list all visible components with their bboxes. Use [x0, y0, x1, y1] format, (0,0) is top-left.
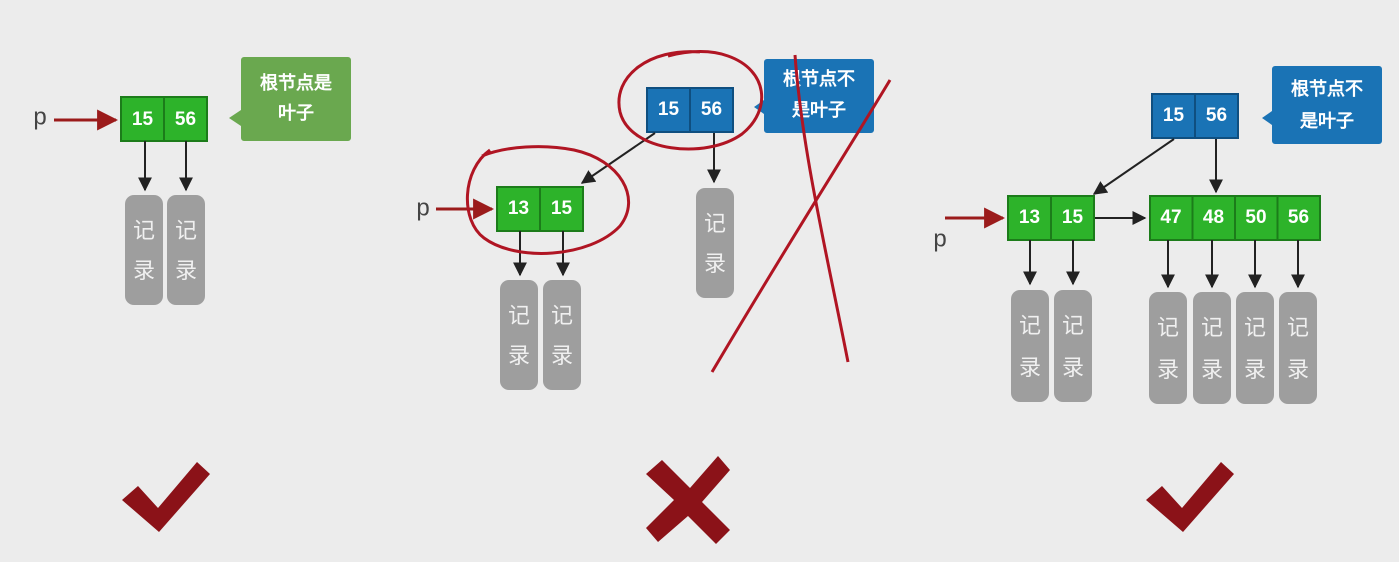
record-char: 录: [1287, 357, 1309, 382]
key: 56: [701, 99, 722, 120]
record-char: 录: [508, 343, 530, 368]
key: 50: [1245, 207, 1266, 228]
record-char: 录: [175, 258, 197, 283]
root-leaf-node: 15 56: [120, 96, 208, 142]
record: 记 录: [1011, 290, 1049, 402]
annotation-strike: [710, 79, 892, 373]
record-char: 记: [1244, 315, 1266, 340]
key: 15: [1062, 207, 1084, 228]
callout-line: 是叶子: [791, 100, 846, 120]
record: 记 录: [500, 280, 538, 390]
callout: 根节点是 叶子: [229, 57, 351, 141]
record-char: 记: [175, 218, 197, 243]
record-char: 记: [508, 303, 530, 328]
record-char: 录: [704, 251, 726, 276]
record: 记 录: [1193, 292, 1231, 404]
callout-line: 根节点是: [260, 72, 332, 93]
callout-line: 叶子: [278, 103, 314, 123]
root-node: 15 56: [646, 87, 734, 133]
pointer-label: p: [933, 225, 946, 252]
record: 记 录: [1236, 292, 1274, 404]
key: 47: [1160, 207, 1181, 228]
child-arrow: [1092, 138, 1175, 195]
key: 15: [132, 109, 154, 130]
record-char: 录: [1157, 357, 1179, 382]
leaf-node: 13 15: [496, 186, 584, 232]
key: 15: [1163, 105, 1185, 126]
key: 13: [1019, 207, 1040, 228]
record-char: 录: [1201, 357, 1223, 382]
pointer-label: p: [33, 103, 46, 130]
callout-line: 根节点不: [1291, 78, 1363, 99]
key: 56: [1206, 105, 1227, 126]
record-char: 记: [1201, 315, 1223, 340]
annotation-circle: [617, 50, 764, 151]
pointer-label: p: [416, 194, 429, 221]
record: 记 录: [1149, 292, 1187, 404]
record-char: 录: [551, 343, 573, 368]
check-icon: [1146, 462, 1234, 532]
root-node: 15 56: [1151, 93, 1239, 139]
record: 记 录: [1279, 292, 1317, 404]
record-char: 记: [1157, 315, 1179, 340]
callout-line: 根节点不: [783, 68, 855, 89]
panel-2: 15 56 根节点不 是叶子 记 录 p 13 15 记 录: [416, 50, 892, 544]
record: 记 录: [696, 188, 734, 298]
panel-1: p 15 56 根节点是 叶子 记 录 记 录: [33, 57, 351, 532]
panel-3: 15 56 根节点不 是叶子 p 13 15 47 48 50 56: [933, 66, 1382, 532]
check-icon: [122, 462, 210, 532]
key: 48: [1203, 207, 1224, 228]
cross-icon: [646, 456, 730, 544]
record: 记 录: [125, 195, 163, 305]
annotation-strike: [793, 54, 850, 363]
record-char: 录: [1244, 357, 1266, 382]
record: 记 录: [543, 280, 581, 390]
record-char: 录: [1019, 355, 1041, 380]
key: 56: [1288, 207, 1309, 228]
key: 15: [658, 99, 680, 120]
record-char: 记: [1062, 313, 1084, 338]
record-char: 记: [1287, 315, 1309, 340]
key: 13: [508, 198, 529, 219]
record-char: 录: [1062, 355, 1084, 380]
record-char: 记: [704, 211, 726, 236]
key: 15: [551, 198, 573, 219]
record-char: 记: [1019, 313, 1041, 338]
callout: 根节点不 是叶子: [1262, 66, 1382, 144]
child-arrow: [580, 132, 656, 184]
record-char: 录: [133, 258, 155, 283]
record: 记 录: [1054, 290, 1092, 402]
record-char: 记: [551, 303, 573, 328]
callout-line: 是叶子: [1299, 111, 1354, 131]
leaf-node: 47 48 50 56: [1149, 195, 1321, 241]
callout: 根节点不 是叶子: [754, 59, 874, 133]
record: 记 录: [167, 195, 205, 305]
leaf-node: 13 15: [1007, 195, 1095, 241]
annotation-circle: [465, 145, 631, 255]
record-char: 记: [133, 218, 155, 243]
key: 56: [175, 109, 196, 130]
